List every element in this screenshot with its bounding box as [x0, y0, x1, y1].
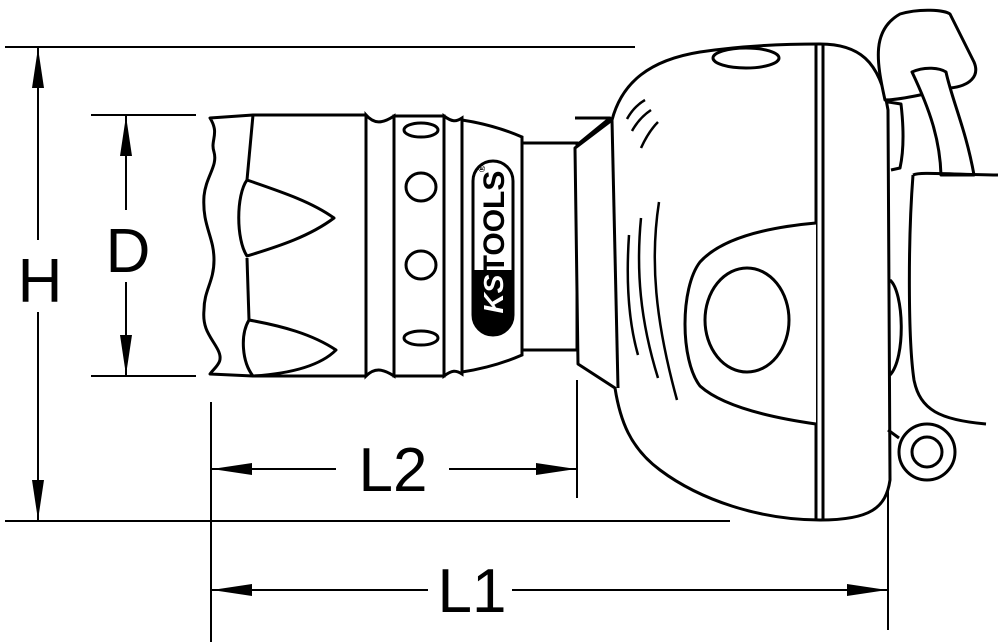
ring-groove	[442, 113, 464, 379]
strap-ring-link	[887, 428, 900, 440]
grip-line	[639, 121, 659, 149]
bezel-tooth	[237, 178, 336, 258]
lamp-neck	[520, 141, 579, 352]
housing-front-edge	[610, 119, 620, 389]
strap-band-inner	[907, 174, 987, 426]
dimension-label-d: D	[106, 217, 151, 286]
strap-side-bump	[888, 278, 903, 377]
bezel-ridge-line	[245, 257, 251, 321]
dimension-h	[5, 46, 730, 522]
housing-taper	[575, 116, 612, 147]
dimension-l2	[210, 380, 578, 642]
logo-ks-text: KS	[478, 274, 509, 313]
logo-registered-mark: ®	[477, 165, 487, 172]
lens-bezel	[202, 113, 368, 378]
power-button-icon	[711, 46, 781, 70]
grip-line	[630, 108, 652, 132]
lamp-housing	[573, 42, 892, 522]
bezel-tooth	[241, 318, 338, 378]
ring-hole-icon	[402, 121, 440, 139]
grip-line	[626, 234, 640, 356]
ring-hole-icon	[404, 171, 438, 203]
strap-buckle	[910, 66, 976, 177]
strap-band-top	[912, 171, 999, 177]
strap-mount	[876, 8, 999, 482]
bezel-outline	[202, 113, 368, 378]
dimension-d	[91, 114, 196, 377]
ring-hole-icon	[402, 329, 440, 347]
ring-hole-icon	[404, 249, 438, 281]
logo-tools-text: TOOLS	[478, 171, 511, 274]
dimension-label-l2: L2	[359, 436, 428, 505]
ks-tools-logo: KS TOOLS ®	[471, 159, 515, 337]
neck-body	[520, 141, 579, 352]
side-button-icon	[703, 266, 791, 374]
strap-ring-inner-icon	[910, 435, 944, 469]
bezel-ridge-line	[245, 114, 255, 181]
strap-side-tab	[887, 100, 905, 172]
grip-line	[653, 201, 679, 401]
logo-ks-fill	[473, 270, 513, 335]
dimension-label-l1: L1	[438, 557, 507, 626]
grip-line	[637, 217, 660, 379]
ring-groove	[364, 111, 396, 380]
dimension-label-h: H	[18, 247, 63, 316]
grip-line	[625, 98, 646, 120]
lens-ring	[364, 111, 464, 380]
